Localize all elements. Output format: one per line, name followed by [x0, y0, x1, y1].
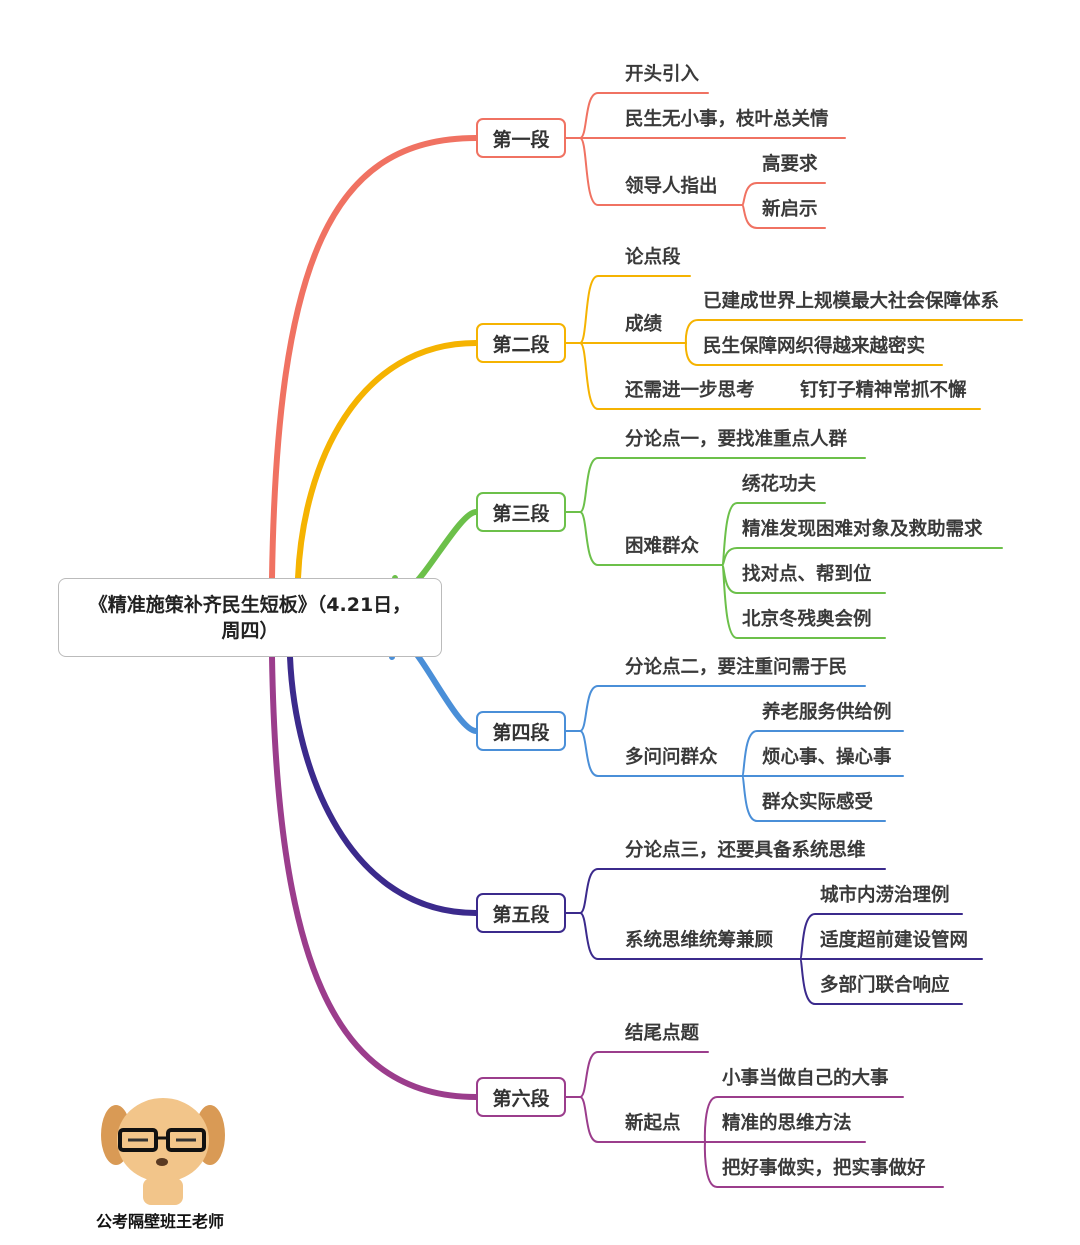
root-title-line1: 《精准施策补齐民生短板》（4.21日，	[88, 593, 412, 616]
root-title-line2: 周四）	[221, 619, 279, 642]
subtopic-node[interactable]: 精准发现困难对象及救助需求	[742, 519, 983, 540]
subtopic-node[interactable]: 群众实际感受	[762, 792, 874, 813]
root-branch-line	[269, 135, 479, 581]
section-node-6[interactable]: 第六段	[476, 1077, 566, 1117]
subtopic-node[interactable]: 高要求	[762, 154, 818, 175]
topic-node[interactable]: 还需进一步思考	[625, 380, 755, 401]
root-branch-line	[269, 654, 479, 1100]
subnode-connector-line	[799, 913, 963, 960]
subnode-connector-line	[703, 1141, 944, 1188]
subnode-connector-line	[799, 958, 963, 1005]
subtopic-node[interactable]: 绣花功夫	[742, 474, 817, 495]
subnode-connector-line	[703, 1096, 904, 1143]
section-node-1[interactable]: 第一段	[476, 118, 566, 158]
mascot-dog-icon	[101, 1098, 225, 1205]
topic-node[interactable]: 困难群众	[625, 536, 700, 557]
topic-node[interactable]: 开头引入	[625, 64, 700, 85]
subtopic-node[interactable]: 精准的思维方法	[722, 1113, 852, 1134]
subnode-connector-line	[741, 730, 904, 777]
topic-node[interactable]: 系统思维统筹兼顾	[625, 930, 774, 951]
subnode-connector-line	[721, 547, 1003, 566]
topic-node[interactable]: 成绩	[625, 314, 663, 335]
node-connector-line	[565, 730, 743, 777]
topic-node[interactable]: 领导人指出	[625, 176, 718, 197]
subtopic-node[interactable]: 把好事做实，把实事做好	[722, 1158, 926, 1179]
subtopic-node[interactable]: 找对点、帮到位	[742, 564, 872, 585]
subnode-connector-line	[684, 342, 943, 366]
section-node-2[interactable]: 第二段	[476, 323, 566, 363]
subtopic-node[interactable]: 养老服务供给例	[762, 702, 892, 723]
root-branch-line	[295, 340, 479, 581]
section-node-3[interactable]: 第三段	[476, 492, 566, 532]
subnode-connector-line	[721, 564, 886, 639]
node-connector-line	[565, 511, 723, 566]
subtopic-node[interactable]: 新启示	[762, 199, 818, 220]
topic-node[interactable]: 多问问群众	[625, 747, 718, 768]
subtopic-node[interactable]: 北京冬残奥会例	[742, 609, 872, 630]
node-connector-line	[565, 1051, 709, 1098]
subtopic-node[interactable]: 适度超前建设管网	[820, 930, 969, 951]
topic-node[interactable]: 新起点	[625, 1113, 681, 1134]
node-connector-line	[565, 342, 791, 410]
node-connector-line	[565, 137, 743, 206]
subnode-connector-line	[741, 204, 826, 229]
watermark-caption: 公考隔壁班王老师	[96, 1212, 225, 1231]
node-connector-line	[565, 1096, 706, 1143]
subtopic-node[interactable]: 城市内涝治理例	[820, 885, 950, 906]
section-node-4[interactable]: 第四段	[476, 711, 566, 751]
topic-node[interactable]: 结尾点题	[625, 1023, 700, 1044]
subtopic-node[interactable]: 已建成世界上规模最大社会保障体系	[703, 291, 1000, 312]
topic-node[interactable]: 分论点一，要找准重点人群	[625, 429, 848, 450]
root-branch-line	[287, 654, 479, 916]
topic-node[interactable]: 论点段	[625, 247, 681, 268]
topic-node[interactable]: 分论点二，要注重问需于民	[625, 657, 848, 678]
topic-node[interactable]: 分论点三，还要具备系统思维	[625, 840, 866, 861]
root-topic[interactable]: 《精准施策补齐民生短板》（4.21日， 周四）	[58, 578, 442, 657]
subtopic-node[interactable]: 民生保障网织得越来越密实	[703, 336, 926, 357]
subnode-connector-line	[741, 775, 886, 822]
topic-node[interactable]: 民生无小事，枝叶总关情	[625, 109, 829, 130]
subtopic-node[interactable]: 多部门联合响应	[820, 975, 950, 996]
subtopic-node[interactable]: 小事当做自己的大事	[722, 1068, 889, 1089]
subnode-connector-line	[741, 182, 826, 206]
section-node-5[interactable]: 第五段	[476, 893, 566, 933]
subtopic-node[interactable]: 烦心事、操心事	[762, 747, 892, 768]
node-connector-line	[565, 912, 801, 960]
subtopic-node[interactable]: 钉钉子精神常抓不懈	[800, 380, 967, 401]
